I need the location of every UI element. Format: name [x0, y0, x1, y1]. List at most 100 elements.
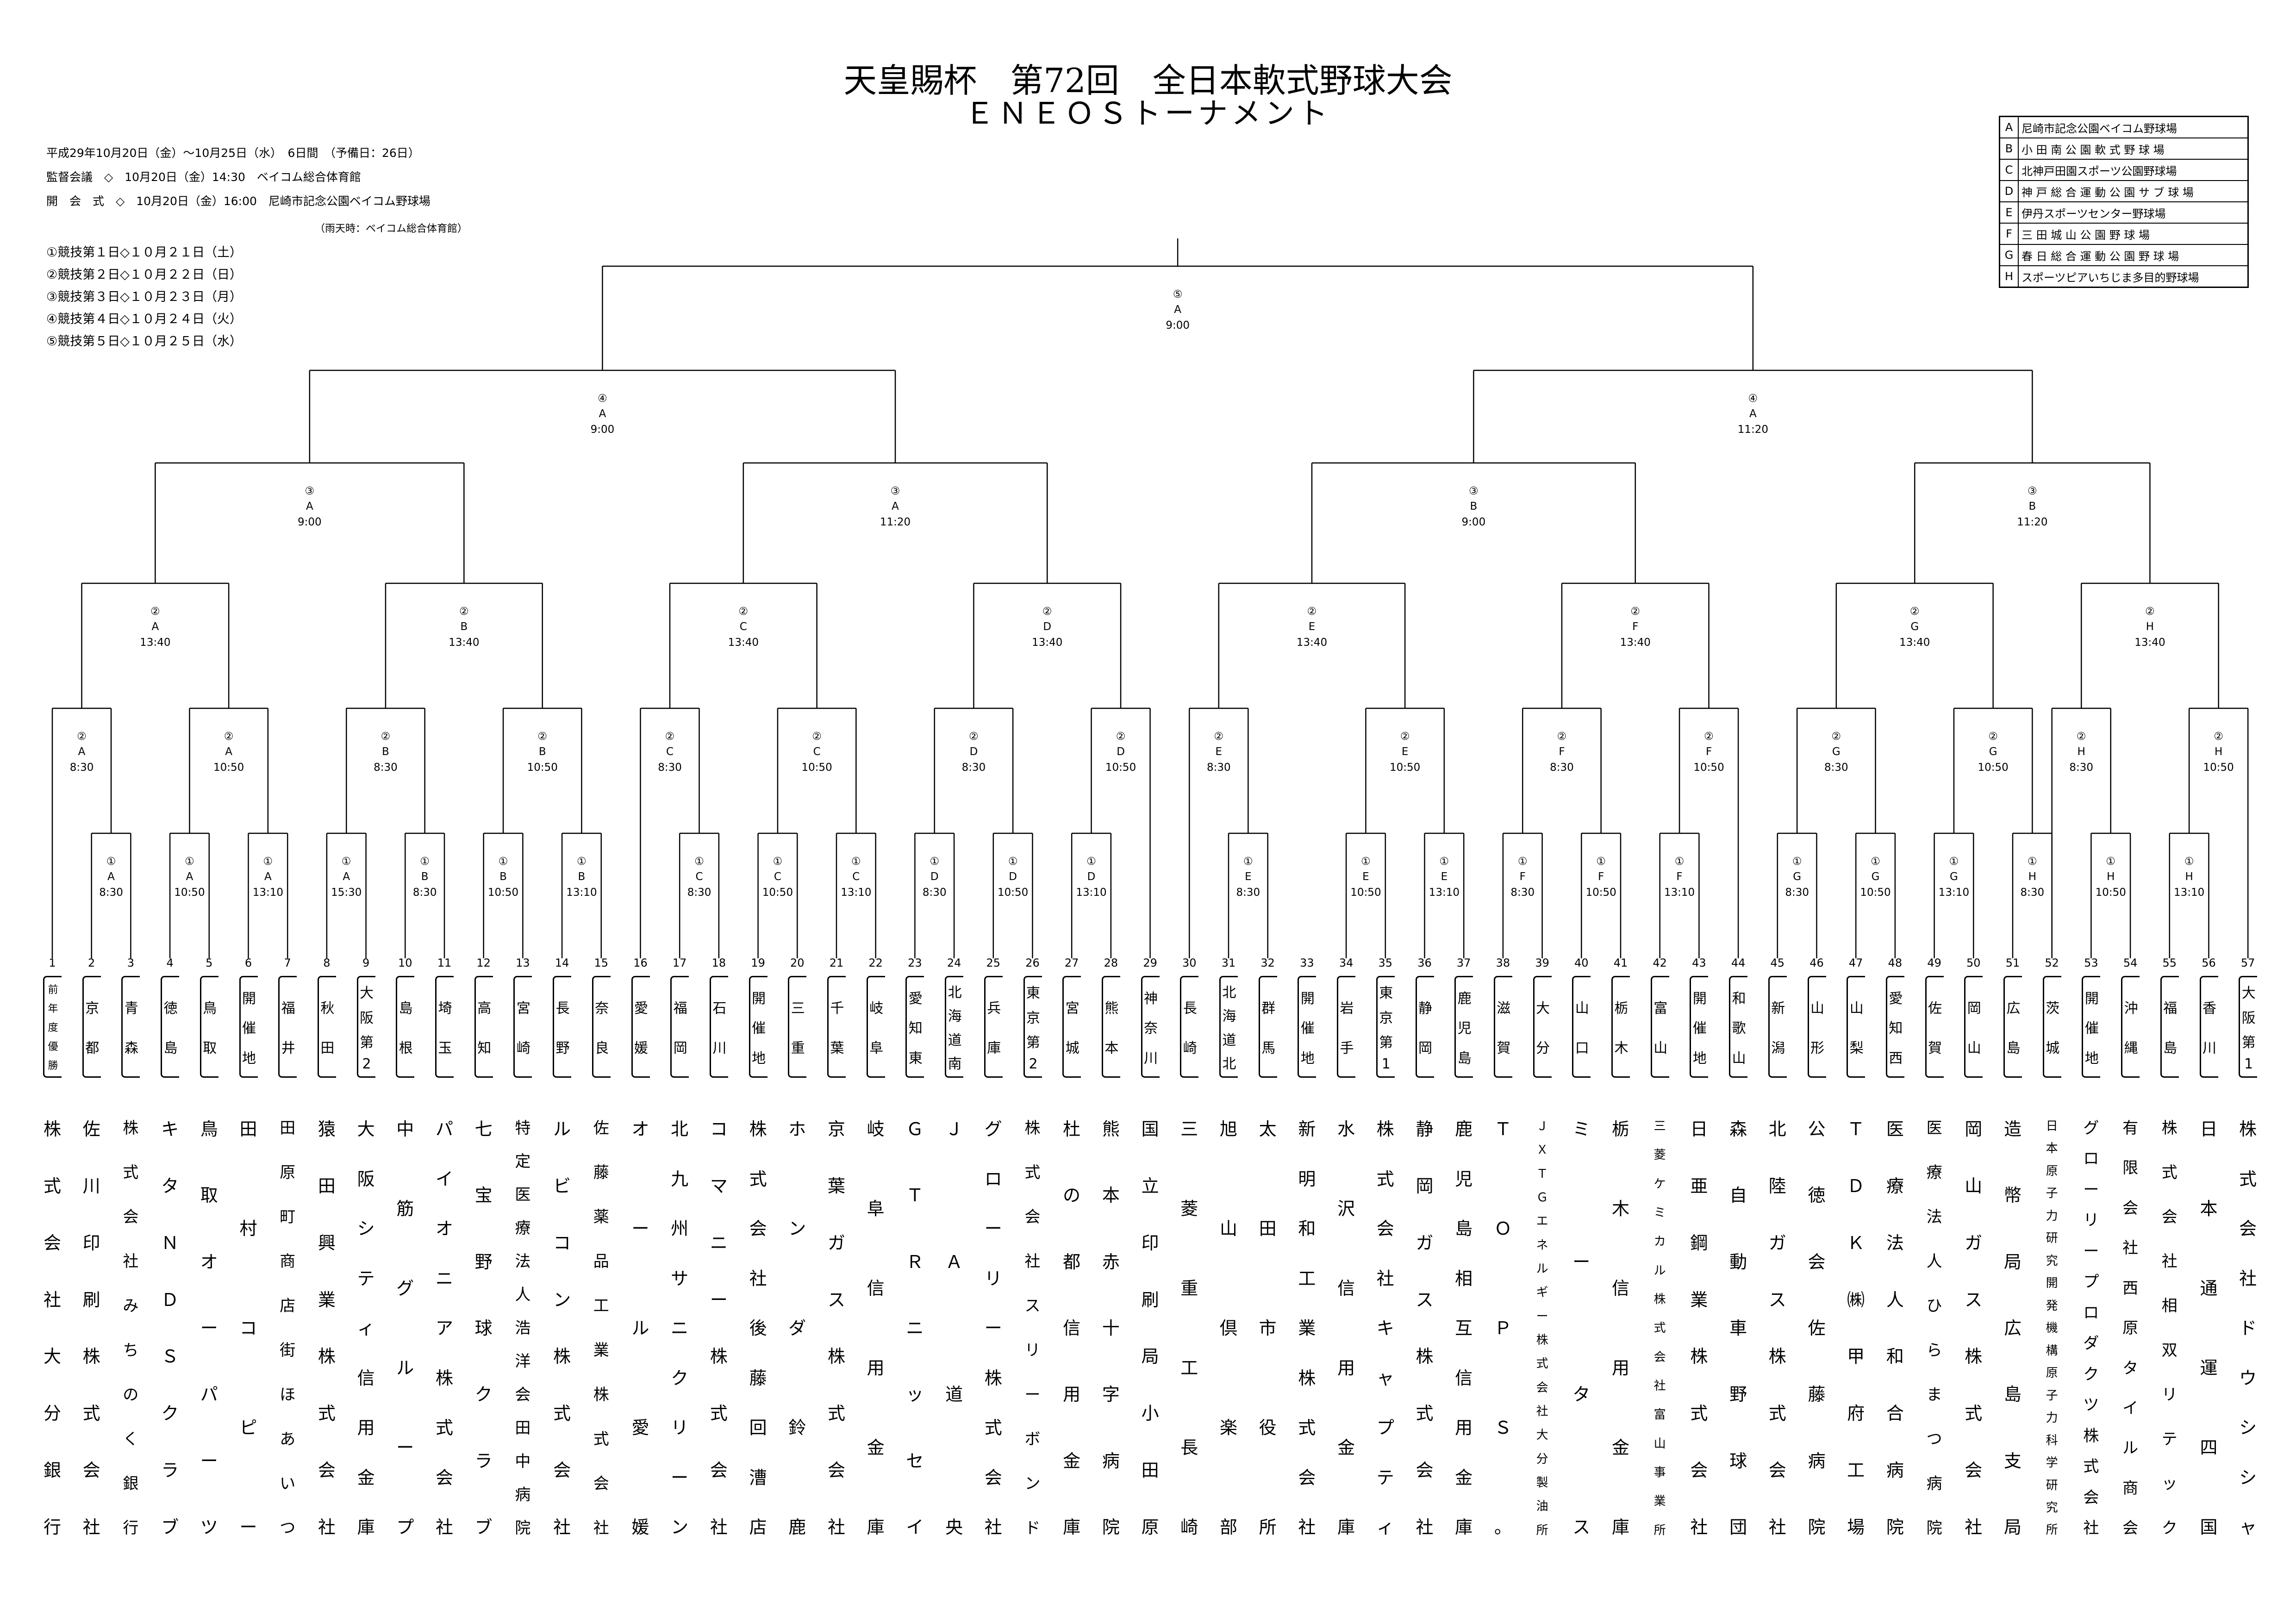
prefecture-char: 年	[48, 1003, 58, 1015]
team-name: 中筋グループ	[396, 1119, 414, 1538]
prefecture-char: 兵	[987, 1000, 1001, 1017]
prefecture-char: 愛	[634, 1000, 648, 1017]
team-prefecture: 青森	[121, 976, 140, 1078]
team-prefecture: 栃木	[1611, 976, 1630, 1078]
prefecture-char: 福	[281, 1000, 295, 1017]
match-round: ②	[969, 731, 979, 743]
team-name: 太田市役所	[1259, 1119, 1277, 1538]
team-number: 39	[1535, 956, 1549, 969]
match-round: ②	[1831, 731, 1841, 743]
match-time: 8:30	[658, 761, 682, 774]
team-name: 岐阜信用金庫	[867, 1119, 885, 1538]
match-time: 13:10	[1076, 886, 1107, 899]
team-name: 鳥取オーパーツ	[200, 1119, 218, 1538]
match-venue: F	[1676, 871, 1683, 883]
prefecture-char: 愛	[1889, 990, 1903, 1007]
team-number: 35	[1378, 956, 1393, 969]
team-prefecture: 和歌山	[1729, 976, 1748, 1078]
prefecture-char: 大	[360, 985, 374, 1002]
prefecture-char: 岐	[869, 1000, 884, 1017]
match-venue: A	[1749, 408, 1757, 420]
prefecture-char: 2	[362, 1056, 371, 1072]
match-round: ①	[1871, 856, 1880, 868]
team-name: 医療法人和合病院	[1886, 1119, 1904, 1538]
match-time: 10:50	[213, 761, 244, 774]
match-venue: D	[1087, 871, 1096, 883]
team-number: 7	[284, 956, 291, 969]
match-venue: G	[1989, 746, 1997, 758]
team-prefecture: 茨城	[2042, 976, 2061, 1078]
team-prefecture: 鳥取	[200, 976, 218, 1078]
prefecture-char: 岩	[1340, 1000, 1354, 1017]
team-number: 53	[2084, 956, 2098, 969]
team-name: 医療法人ひらまつ病院	[1926, 1119, 1942, 1538]
venue-key: H	[1999, 265, 2019, 288]
match-venue: C	[666, 746, 674, 758]
match-time: 8:30	[1510, 886, 1535, 899]
prefecture-char: 北	[1222, 1056, 1236, 1073]
team-prefecture: 静岡	[1415, 976, 1434, 1078]
team-number: 30	[1182, 956, 1197, 969]
match-venue: A	[892, 500, 899, 513]
team-number: 46	[1809, 956, 1824, 969]
prefecture-char: 北	[948, 984, 962, 1001]
match-venue: H	[2146, 621, 2154, 633]
prefecture-char: 前	[48, 984, 58, 996]
team-name: 田原町商店街ほあいつ	[280, 1119, 296, 1538]
match-round: ②	[1557, 731, 1567, 743]
match-time: 13:40	[728, 636, 759, 649]
prefecture-char: 賀	[1497, 1040, 1511, 1056]
match-time: 8:30	[69, 761, 94, 774]
match-time: 10:50	[174, 886, 205, 899]
match-venue: E	[1401, 746, 1409, 758]
match-venue: C	[813, 746, 821, 758]
match-venue: H	[2077, 746, 2085, 758]
match-time: 11:20	[880, 516, 911, 528]
prefecture-char: 催	[1300, 1020, 1315, 1037]
team-name: 猿田興業株式会社	[318, 1119, 336, 1538]
prefecture-char: 滋	[1497, 1000, 1511, 1017]
match-time: 10:50	[527, 761, 558, 774]
prefecture-char: 長	[1183, 1000, 1197, 1017]
prefecture-char: 山	[1967, 1040, 1981, 1056]
team-prefecture: 山口	[1572, 976, 1591, 1078]
prefecture-char: 催	[752, 1020, 766, 1037]
match-venue: H	[2215, 746, 2223, 758]
team-prefecture: 大分	[1533, 976, 1552, 1078]
prefecture-char: 長	[555, 1000, 570, 1017]
match-round: ③	[305, 485, 315, 497]
team-name: 水沢信用金庫	[1337, 1119, 1355, 1538]
match-time: 9:00	[1166, 319, 1190, 331]
prefecture-char: 広	[2006, 1000, 2021, 1017]
prefecture-char: 山	[1849, 1000, 1864, 1017]
prefecture-char: 奈	[595, 1000, 609, 1017]
match-time: 13:10	[252, 886, 283, 899]
match-venue: E	[1245, 871, 1252, 883]
prefecture-char: 催	[2084, 1020, 2099, 1037]
prefecture-char: 宮	[516, 1000, 530, 1017]
match-time: 10:50	[1978, 761, 2009, 774]
prefecture-char: 城	[1065, 1040, 1079, 1056]
prefecture-char: 阪	[2241, 1010, 2256, 1026]
prefecture-char: 富	[1653, 1000, 1668, 1017]
team-number: 8	[323, 956, 331, 969]
prefecture-char: 地	[1300, 1050, 1315, 1067]
team-number: 52	[2045, 956, 2059, 969]
rain-note: （雨天時：ベイコム総合体育館）	[315, 223, 468, 235]
team-prefecture: 愛媛	[631, 976, 650, 1078]
team-number: 4	[166, 956, 174, 969]
prefecture-char: 神	[1144, 990, 1158, 1007]
prefecture-char: 沖	[2124, 1000, 2138, 1017]
match-round: ①	[1086, 856, 1096, 868]
